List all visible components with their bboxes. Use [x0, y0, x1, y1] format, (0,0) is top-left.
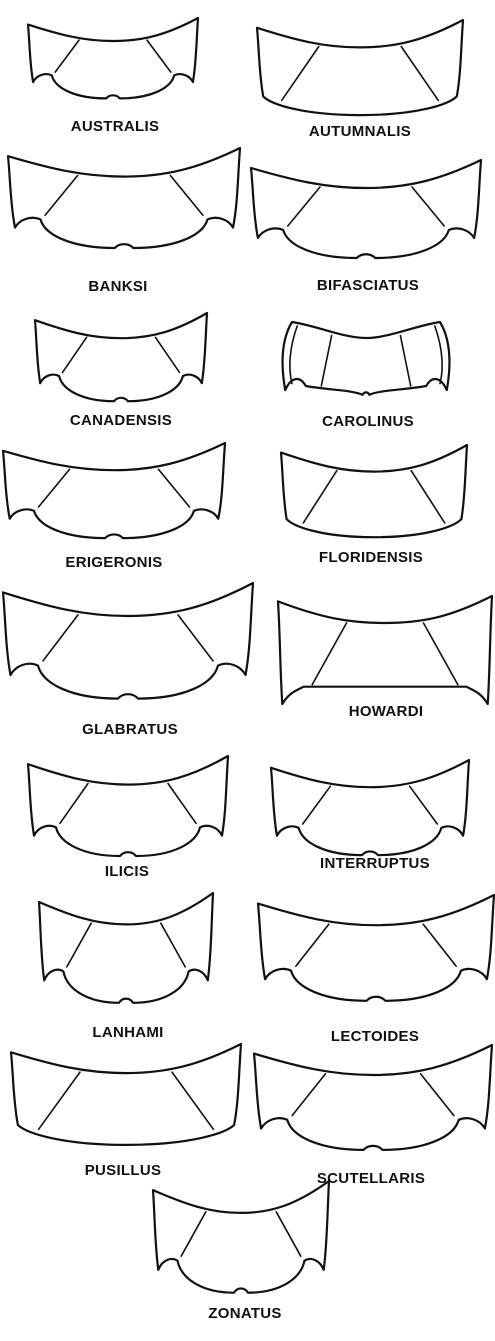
suture-line — [63, 337, 87, 372]
outline-path — [3, 443, 225, 538]
suture-line — [421, 1074, 454, 1116]
suture-line — [161, 923, 185, 967]
scutellum-outline-australis — [28, 18, 198, 98]
scutellum-outline-banksi — [8, 148, 240, 248]
specimen-label-pusillus: PUSILLUS — [85, 1162, 162, 1179]
scutellum-outline-ilicis — [28, 756, 228, 856]
suture-line — [401, 47, 438, 101]
outline-path — [271, 760, 469, 855]
suture-line — [170, 176, 203, 216]
outline-path — [257, 20, 463, 115]
scutellum-outline-lectoides — [258, 895, 494, 1001]
scutellum-outline-pusillus — [11, 1044, 241, 1145]
specimen-label-howardi: HOWARDI — [349, 703, 424, 720]
suture-line — [400, 336, 410, 386]
scutellum-outline-zonatus — [153, 1181, 329, 1293]
suture-line — [282, 47, 319, 101]
suture-line — [60, 784, 88, 824]
specimen-label-autumnalis: AUTUMNALIS — [309, 123, 411, 140]
suture-line — [290, 326, 297, 384]
scutellum-outline-canadensis — [35, 313, 207, 401]
suture-line — [172, 1072, 213, 1129]
specimen-label-banksi: BANKSI — [88, 278, 147, 295]
specimen-label-interruptus: INTERRUPTUS — [320, 855, 430, 872]
outline-path — [28, 756, 228, 856]
suture-line — [412, 187, 444, 226]
scutellum-outline-glabratus — [3, 583, 253, 699]
outline-path — [35, 313, 207, 401]
outline-path — [254, 1045, 492, 1150]
scutellum-outline-floridensis — [281, 445, 467, 537]
suture-line — [312, 623, 346, 685]
suture-line — [321, 336, 331, 386]
outline-path — [3, 583, 253, 699]
suture-line — [181, 1212, 206, 1256]
suture-line — [178, 615, 213, 661]
outline-path — [283, 322, 450, 395]
outline-path — [251, 160, 481, 258]
outline-path — [39, 893, 213, 1003]
specimen-label-glabratus: GLABRATUS — [82, 721, 178, 738]
outline-path — [11, 1044, 241, 1145]
suture-line — [424, 623, 458, 685]
suture-line — [292, 1074, 325, 1116]
suture-line — [411, 471, 445, 523]
outline-path — [278, 596, 492, 704]
suture-line — [276, 1212, 301, 1256]
specimen-label-canadensis: CANADENSIS — [70, 412, 172, 429]
scutellum-outline-autumnalis — [257, 20, 463, 115]
specimen-label-lanhami: LANHAMI — [92, 1024, 163, 1041]
specimen-label-lectoides: LECTOIDES — [331, 1028, 419, 1045]
suture-line — [296, 924, 329, 966]
specimen-label-scutellaris: SCUTELLARIS — [317, 1170, 425, 1187]
specimen-label-carolinus: CAROLINUS — [322, 413, 414, 430]
outline-path — [153, 1181, 329, 1293]
suture-line — [423, 924, 456, 966]
suture-line — [67, 923, 91, 967]
suture-line — [147, 40, 171, 72]
specimen-label-zonatus: ZONATUS — [208, 1305, 281, 1322]
suture-line — [155, 337, 179, 372]
suture-line — [288, 187, 320, 226]
outline-path — [8, 148, 240, 248]
specimen-label-bifasciatus: BIFASCIATUS — [317, 277, 419, 294]
specimen-label-floridensis: FLORIDENSIS — [319, 549, 423, 566]
suture-line — [39, 469, 70, 507]
scutellum-outline-carolinus — [283, 322, 450, 395]
suture-line — [303, 471, 337, 523]
outline-path — [28, 18, 198, 98]
outline-path — [258, 895, 494, 1001]
scutellum-outline-scutellaris — [254, 1045, 492, 1150]
specimen-label-ilicis: ILICIS — [105, 863, 149, 880]
scutellum-outline-howardi — [278, 596, 492, 704]
specimen-label-australis: AUSTRALIS — [71, 118, 160, 135]
scutellum-outline-erigeronis — [3, 443, 225, 538]
suture-line — [39, 1072, 80, 1129]
suture-line — [168, 784, 196, 824]
specimen-label-erigeronis: ERIGERONIS — [65, 554, 162, 571]
outline-path — [281, 445, 467, 537]
scutellum-outline-interruptus — [271, 760, 469, 855]
suture-line — [43, 615, 78, 661]
scutellum-outline-bifasciatus — [251, 160, 481, 258]
scutellum-outline-lanhami — [39, 893, 213, 1003]
suture-line — [158, 469, 189, 507]
suture-line — [410, 786, 438, 824]
suture-line — [55, 40, 79, 72]
suture-line — [435, 326, 442, 384]
suture-line — [303, 786, 331, 824]
suture-line — [45, 176, 78, 216]
